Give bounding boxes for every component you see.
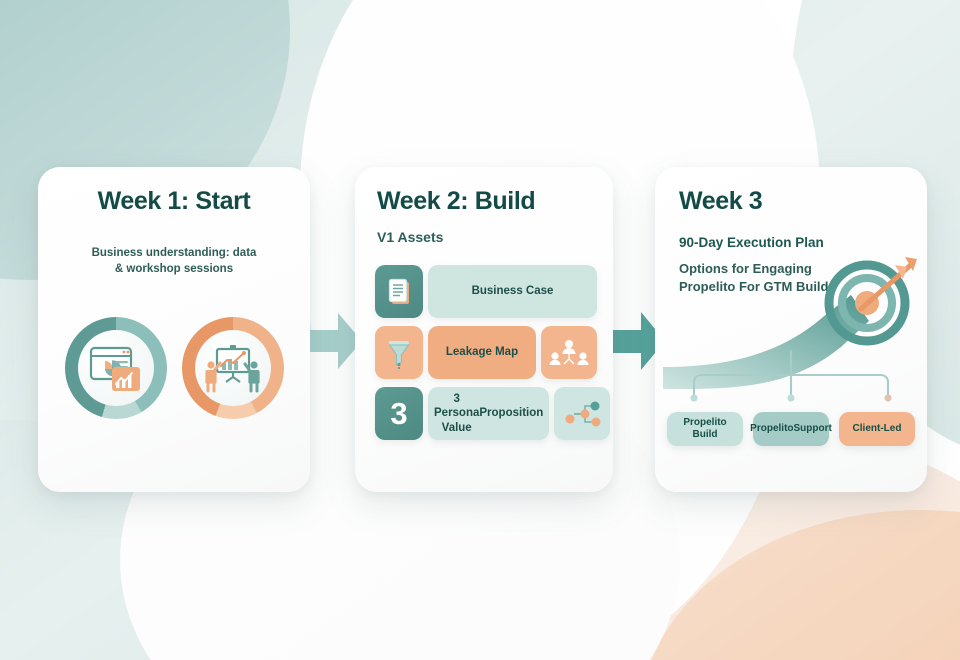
funnel-icon	[375, 326, 423, 379]
number-3-badge: 3	[375, 387, 423, 440]
option-chip-client-led[interactable]: Client-Led	[839, 412, 915, 446]
week1-description: Business understanding: data & workshop …	[56, 245, 292, 278]
week3-heading: 90-Day Execution Plan	[679, 235, 824, 250]
week1-description-line1: Business understanding: data	[91, 247, 257, 259]
asset-label-leakage-map: Leakage Map	[428, 326, 536, 379]
week1-title: Week 1: Start	[97, 187, 251, 215]
option-chip-propelito-support-line2: Support	[793, 423, 832, 434]
card-week1[interactable]: Week 1: Start Business understanding: da…	[38, 167, 310, 492]
arrow-week2-to-week3-icon	[608, 308, 666, 379]
asset-label-persona-value-proposition: 3 Persona Value Proposition	[428, 387, 550, 440]
option-chip-propelito-support[interactable]: Propelito Support	[750, 412, 832, 446]
asset-row-persona-value-proposition[interactable]: 3 3 Persona Value Proposition	[375, 387, 611, 440]
org-chart-people-icon	[541, 326, 597, 379]
persona-label-line2: Proposition	[479, 407, 544, 420]
workshop-presentation-ring	[181, 317, 284, 419]
persona-count: 3	[390, 395, 408, 431]
card-week2[interactable]: Week 2: Build V1 Assets Business Case	[355, 167, 613, 492]
asset-row-leakage-map[interactable]: Leakage Map	[375, 326, 597, 379]
option-chip-propelito-build[interactable]: Propelito Build	[667, 412, 743, 446]
persona-label-line1: 3 Persona Value	[434, 392, 480, 434]
asset-row-business-case[interactable]: Business Case	[375, 265, 597, 318]
asset-label-business-case: Business Case	[428, 265, 597, 318]
week3-title: Week 3	[679, 187, 763, 215]
dashboard-analytics-icon	[77, 330, 154, 406]
node-network-icon	[554, 387, 611, 440]
week2-subtitle: V1 Assets	[377, 229, 444, 245]
week3-subheading: Options for Engaging Propelito For GTM B…	[679, 260, 857, 297]
week2-title: Week 2: Build	[377, 187, 536, 215]
week3-option-chips: Propelito Build Propelito Support Client…	[667, 412, 915, 446]
documents-icon	[375, 265, 423, 318]
week3-subheading-line1: Options for Engaging	[679, 261, 812, 276]
workshop-presentation-icon	[194, 330, 271, 406]
option-chip-propelito-support-line1: Propelito	[750, 423, 794, 434]
week2-asset-list: Business Case Leakage Map	[375, 265, 611, 440]
week3-subheading-line2: Propelito For GTM Build	[679, 279, 829, 295]
dashboard-analytics-ring	[64, 317, 167, 419]
week1-description-line2: & workshop sessions	[114, 263, 234, 276]
card-week3[interactable]: Week 3 90-Day Execution Plan Options for…	[655, 167, 927, 492]
week1-icon-row	[38, 317, 310, 419]
target-bullseye-arrow-icon	[655, 255, 927, 415]
arrow-week1-to-week2-icon	[305, 310, 363, 377]
